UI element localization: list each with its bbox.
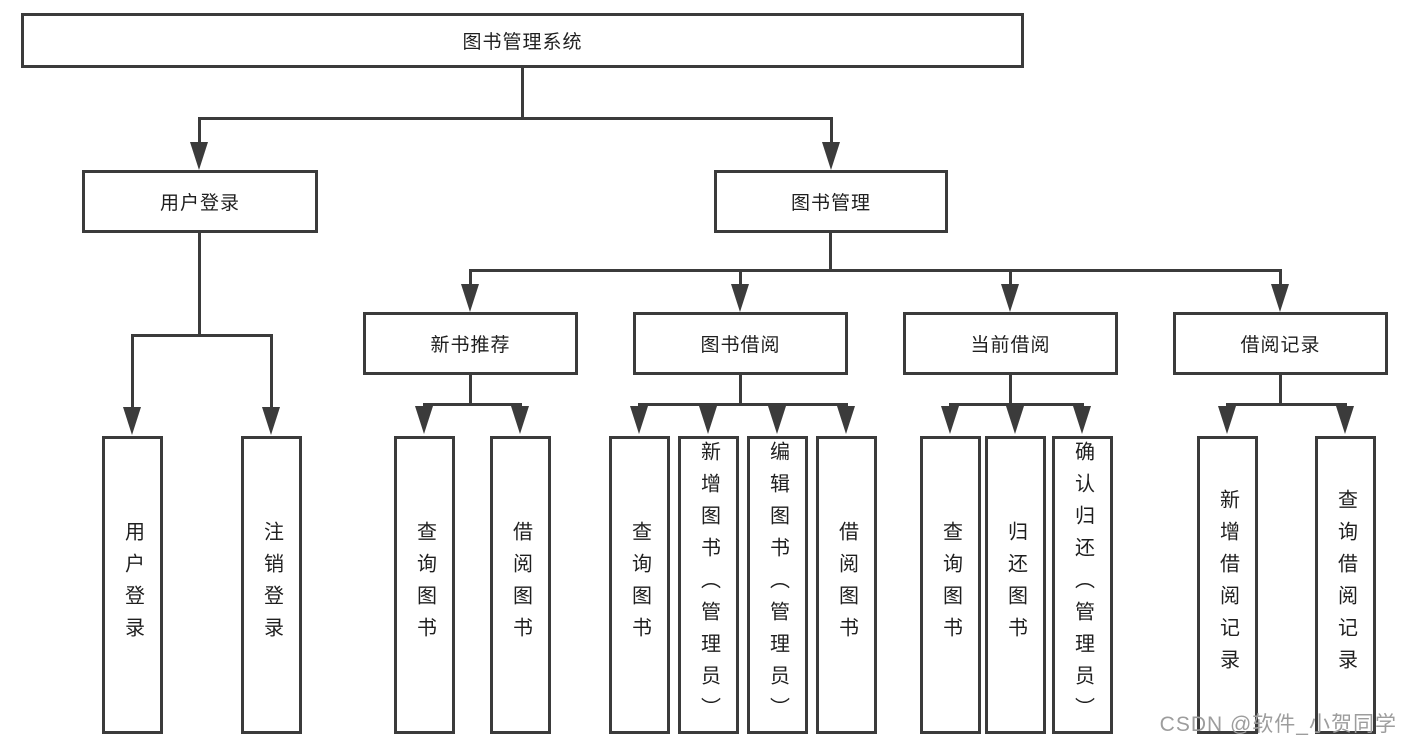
connector-line xyxy=(739,375,742,406)
node-current-borrowing: 当前借阅 xyxy=(903,312,1118,375)
node-leaf-query-books-recommend: 查询图书 xyxy=(394,436,455,734)
connector-line xyxy=(198,233,201,336)
connector-line xyxy=(131,334,273,337)
node-label: 借阅记录 xyxy=(1240,335,1321,356)
arrow-down-icon xyxy=(1218,406,1236,434)
node-label: 新增图书（管理员） xyxy=(697,441,720,729)
node-book-borrowing: 图书借阅 xyxy=(633,312,848,375)
connector-line xyxy=(1009,269,1012,289)
node-new-book-recommendation: 新书推荐 xyxy=(363,312,578,375)
node-leaf-return-books: 归还图书 xyxy=(985,436,1046,734)
node-label: 查询借阅记录 xyxy=(1334,489,1357,681)
node-label: 查询图书 xyxy=(939,521,962,649)
connector-line xyxy=(1009,375,1012,406)
node-book-management: 图书管理 xyxy=(714,170,948,233)
node-label: 图书管理 xyxy=(790,193,871,214)
node-label: 查询图书 xyxy=(413,521,436,649)
node-label: 归还图书 xyxy=(1004,521,1027,649)
arrow-down-icon xyxy=(1006,406,1024,434)
node-leaf-query-books-borrowing: 查询图书 xyxy=(609,436,670,734)
arrow-down-icon xyxy=(262,407,280,435)
connector-line xyxy=(469,269,472,289)
connector-line xyxy=(521,68,524,118)
connector-line xyxy=(1279,375,1282,406)
arrow-down-icon xyxy=(768,406,786,434)
connector-line xyxy=(270,334,273,412)
arrow-down-icon xyxy=(731,284,749,312)
node-leaf-add-books-admin: 新增图书（管理员） xyxy=(678,436,739,734)
node-label: 查询图书 xyxy=(628,521,651,649)
node-label: 确认归还（管理员） xyxy=(1071,441,1094,729)
node-leaf-user-login: 用户登录 xyxy=(102,436,163,734)
node-label: 用户登录 xyxy=(159,193,240,214)
arrow-down-icon xyxy=(941,406,959,434)
node-label: 新增借阅记录 xyxy=(1216,489,1239,681)
node-label: 借阅图书 xyxy=(835,521,858,649)
connector-line xyxy=(1279,269,1282,289)
arrow-down-icon xyxy=(511,406,529,434)
node-leaf-confirm-return-admin: 确认归还（管理员） xyxy=(1052,436,1113,734)
node-label: 新书推荐 xyxy=(430,335,511,356)
arrow-down-icon xyxy=(1336,406,1354,434)
connector-line xyxy=(830,117,833,147)
arrow-down-icon xyxy=(1001,284,1019,312)
arrow-down-icon xyxy=(123,407,141,435)
node-borrowing-records: 借阅记录 xyxy=(1173,312,1388,375)
arrow-down-icon xyxy=(822,142,840,170)
node-label: 图书管理系统 xyxy=(462,32,583,53)
arrow-down-icon xyxy=(699,406,717,434)
arrow-down-icon xyxy=(415,406,433,434)
node-label: 当前借阅 xyxy=(970,335,1051,356)
node-label: 借阅图书 xyxy=(509,521,532,649)
node-leaf-query-borrow-record: 查询借阅记录 xyxy=(1315,436,1376,734)
connector-line xyxy=(131,334,134,412)
node-leaf-query-books-current: 查询图书 xyxy=(920,436,981,734)
connector-line xyxy=(949,403,1084,406)
arrow-down-icon xyxy=(837,406,855,434)
node-label: 注销登录 xyxy=(260,521,283,649)
node-leaf-borrow-books-recommend: 借阅图书 xyxy=(490,436,551,734)
node-leaf-add-borrow-record: 新增借阅记录 xyxy=(1197,436,1258,734)
node-leaf-edit-books-admin: 编辑图书（管理员） xyxy=(747,436,808,734)
node-leaf-logout: 注销登录 xyxy=(241,436,302,734)
connector-line xyxy=(1226,403,1347,406)
connector-line xyxy=(423,403,522,406)
connector-line xyxy=(638,403,848,406)
node-leaf-borrow-books: 借阅图书 xyxy=(816,436,877,734)
connector-line xyxy=(739,269,742,289)
node-label: 图书借阅 xyxy=(700,335,781,356)
arrow-down-icon xyxy=(190,142,208,170)
connector-line xyxy=(829,233,832,272)
node-library-management-system: 图书管理系统 xyxy=(21,13,1024,68)
connector-line xyxy=(469,375,472,406)
node-label: 用户登录 xyxy=(121,521,144,649)
node-user-login: 用户登录 xyxy=(82,170,318,233)
arrow-down-icon xyxy=(461,284,479,312)
arrow-down-icon xyxy=(1073,406,1091,434)
connector-line xyxy=(469,269,1282,272)
node-label: 编辑图书（管理员） xyxy=(766,441,789,729)
connector-line xyxy=(198,117,833,120)
arrow-down-icon xyxy=(630,406,648,434)
arrow-down-icon xyxy=(1271,284,1289,312)
watermark-text: CSDN @软件_小贺同学 xyxy=(1159,713,1397,736)
connector-line xyxy=(198,117,201,147)
